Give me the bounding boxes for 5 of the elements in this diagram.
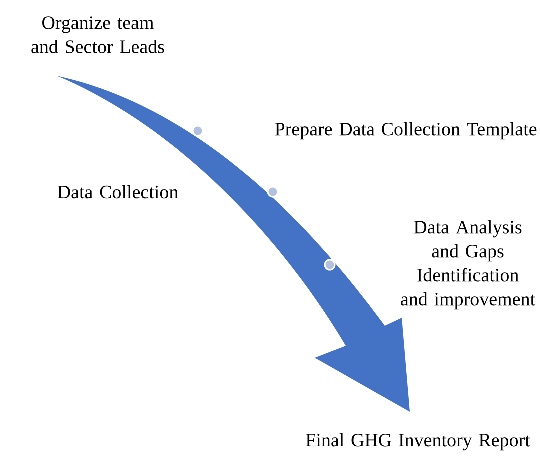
- step-label: Final GHG Inventory Report: [306, 433, 530, 451]
- step-label: Prepare Data Collection Template: [275, 122, 537, 140]
- step-label: Data Collection: [58, 185, 178, 199]
- step-label: Organize team and Sector Leads: [32, 16, 164, 54]
- step-label: Data Analysis and Gaps Identification and improvement: [401, 220, 536, 310]
